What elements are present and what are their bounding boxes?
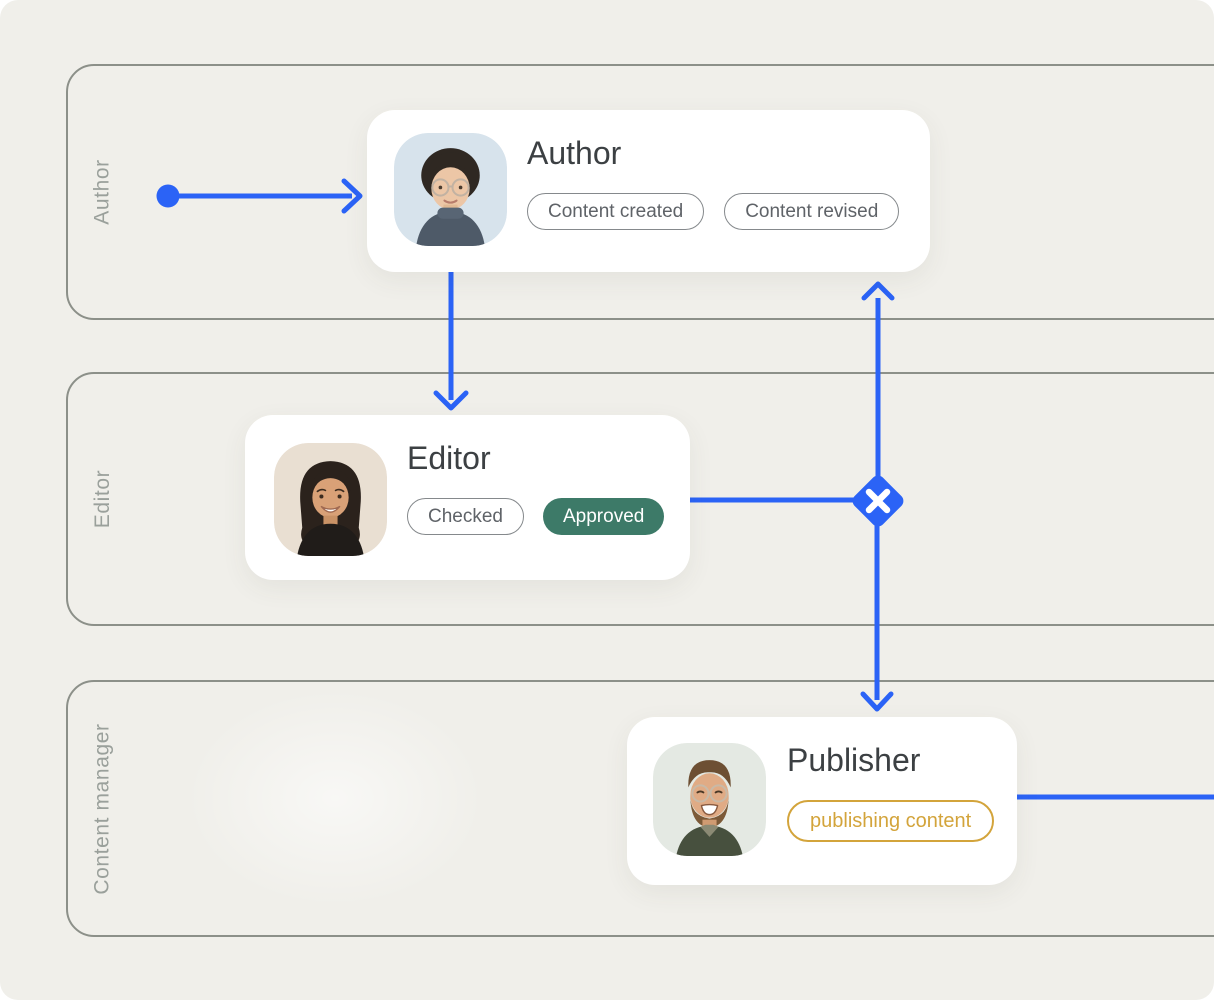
lane-label-editor: Editor <box>91 470 115 528</box>
lane-label-author: Author <box>91 159 115 224</box>
editor-avatar <box>274 443 387 556</box>
node-card-author[interactable]: Author Content created Content revised <box>367 110 930 272</box>
publisher-chip-row: publishing content <box>787 800 994 842</box>
status-badge-content-revised: Content revised <box>724 193 899 230</box>
author-chip-row: Content created Content revised <box>527 193 899 230</box>
decorative-blob <box>185 688 485 908</box>
publisher-card-title: Publisher <box>787 744 994 776</box>
node-card-publisher[interactable]: Publisher publishing content <box>627 717 1017 885</box>
lane-label-strip-editor: Editor <box>66 372 140 626</box>
author-avatar <box>394 133 507 246</box>
status-badge-publishing-content: publishing content <box>787 800 994 842</box>
status-badge-approved: Approved <box>543 498 664 535</box>
node-card-editor[interactable]: Editor Checked Approved <box>245 415 690 580</box>
lane-label-strip-content-manager: Content manager <box>66 680 140 937</box>
status-badge-content-created: Content created <box>527 193 704 230</box>
status-badge-checked: Checked <box>407 498 524 535</box>
lane-label-content-manager: Content manager <box>91 723 115 894</box>
lane-label-strip-author: Author <box>66 64 140 320</box>
editor-chip-row: Checked Approved <box>407 498 664 535</box>
editor-card-title: Editor <box>407 442 664 474</box>
publisher-avatar <box>653 743 766 856</box>
author-card-title: Author <box>527 137 899 169</box>
